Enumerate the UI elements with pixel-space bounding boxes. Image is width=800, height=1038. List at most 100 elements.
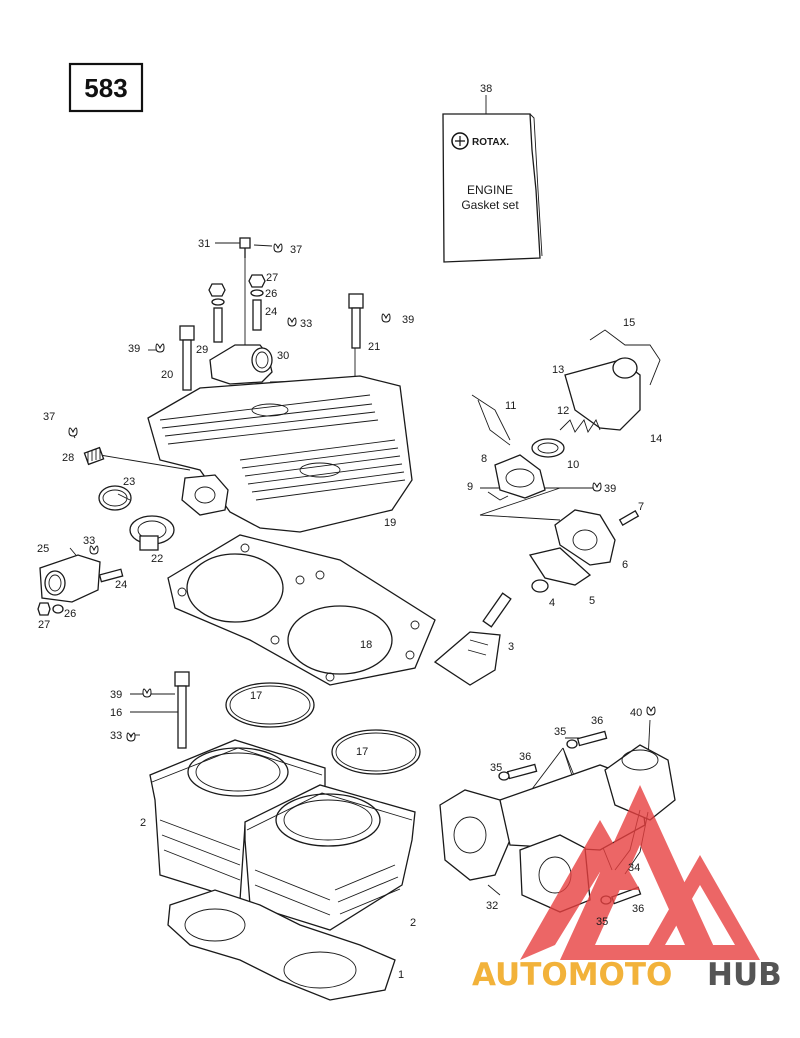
callout-label: 40 [630,707,642,719]
callout-label: 3 [508,641,514,653]
plug-28 [83,446,105,466]
callout-label: 21 [368,341,380,353]
callout-label: 13 [552,364,564,376]
screw-7 [618,510,640,526]
watermark-text: AUTOMOTO HUB [472,957,782,993]
bolt-21 [348,293,364,349]
callout-label: 32 [486,900,498,912]
watermark-triangle-icon-3 [640,855,760,960]
watermark [520,785,760,960]
callout-labels: 1 2 2 3 4 5 6 7 8 9 10 11 12 13 14 15 16… [37,83,662,981]
o-ring-4 [531,579,549,593]
o-ring-17-b [331,729,421,775]
head-gasket-18 [167,534,436,686]
callout-label: 37 [290,244,302,256]
watermark-text-part2: HUB [707,957,782,993]
base-gasket-1 [167,889,396,1001]
callout-label: 27 [266,272,278,284]
callout-label: 26 [64,608,76,620]
callout-label: 30 [277,350,289,362]
callout-label: 38 [480,83,492,95]
gasket-5 [528,547,592,586]
callout-label: 39 [128,343,140,355]
drop-icon [89,545,99,555]
callout-label: 36 [591,715,603,727]
callout-label: 5 [589,595,595,607]
cylinder-2-left [149,739,326,901]
callout-label: 4 [549,597,555,609]
watermark-text-part1: AUTOMOTO [472,957,672,993]
clip-9 [487,491,509,501]
valve-cover-14 [564,329,661,431]
callout-label: 19 [384,517,396,529]
drop-icon [142,688,152,698]
drop-icon [155,343,165,353]
callout-label: 29 [196,344,208,356]
thermostat-housing-29-30 [209,344,273,385]
drop-icon [126,732,136,742]
callout-label: 39 [110,689,122,701]
drop-icon [68,427,78,437]
kit-brand: ROTAX. [472,137,509,148]
cylinder-2-right [244,784,416,931]
callout-label: 26 [265,288,277,300]
elbow-40 [604,744,676,821]
callout-label: 37 [43,411,55,423]
bolt-20 [179,325,195,391]
sealant-drop-icons [68,243,656,742]
callout-label: 31 [198,238,210,250]
callout-label: 24 [115,579,127,591]
callout-label: 27 [38,619,50,631]
cylinder-head-19 [147,375,413,533]
callout-label: 14 [650,433,662,445]
callout-label: 28 [62,452,74,464]
callout-label: 33 [300,318,312,330]
callout-label: 36 [519,751,531,763]
kit-title: ENGINE [467,183,513,197]
callout-label: 15 [623,317,635,329]
callout-label: 1 [398,969,404,981]
diaphragm-10 [531,438,565,458]
thermostat-22 [129,515,175,551]
callout-label: 11 [505,400,516,412]
cap-8 [494,454,546,499]
callout-label: 36 [632,903,644,915]
callout-label: 35 [490,762,502,774]
callout-label: 8 [481,453,487,465]
callout-label: 17 [250,690,262,702]
callout-label: 7 [638,501,644,513]
callout-label: 33 [83,535,95,547]
callout-label: 35 [596,916,608,928]
callout-label: 24 [265,306,277,318]
kit-subtitle: Gasket set [461,198,519,212]
diagram-number: 583 [84,73,127,103]
callout-label: 23 [123,476,135,488]
o-ring-17-a [225,682,315,728]
callout-label: 39 [402,314,414,326]
callout-label: 10 [567,459,579,471]
callout-label: 18 [360,639,372,651]
callout-label: 34 [628,862,640,874]
callout-label: 2 [140,817,146,829]
nuts-27-26-24-top [208,274,266,343]
callout-label: 12 [557,405,569,417]
drop-icon [273,243,283,253]
water-outlet-25 [37,554,124,616]
clip-11 [471,394,511,446]
watermark-triangle-icon-2 [520,820,640,960]
drop-icon [287,317,297,327]
callout-label: 17 [356,746,368,758]
callout-label: 39 [604,483,616,495]
cover-6 [554,509,616,566]
o-ring-23 [98,485,132,511]
callout-label: 6 [622,559,628,571]
diagram-number-box: 583 [68,62,144,113]
callout-label: 20 [161,369,173,381]
bolt-31 [239,237,251,258]
bolt-35-36-upper [498,730,608,781]
bolt-16 [174,671,190,749]
callout-label: 25 [37,543,49,555]
callout-label: 9 [467,481,473,493]
